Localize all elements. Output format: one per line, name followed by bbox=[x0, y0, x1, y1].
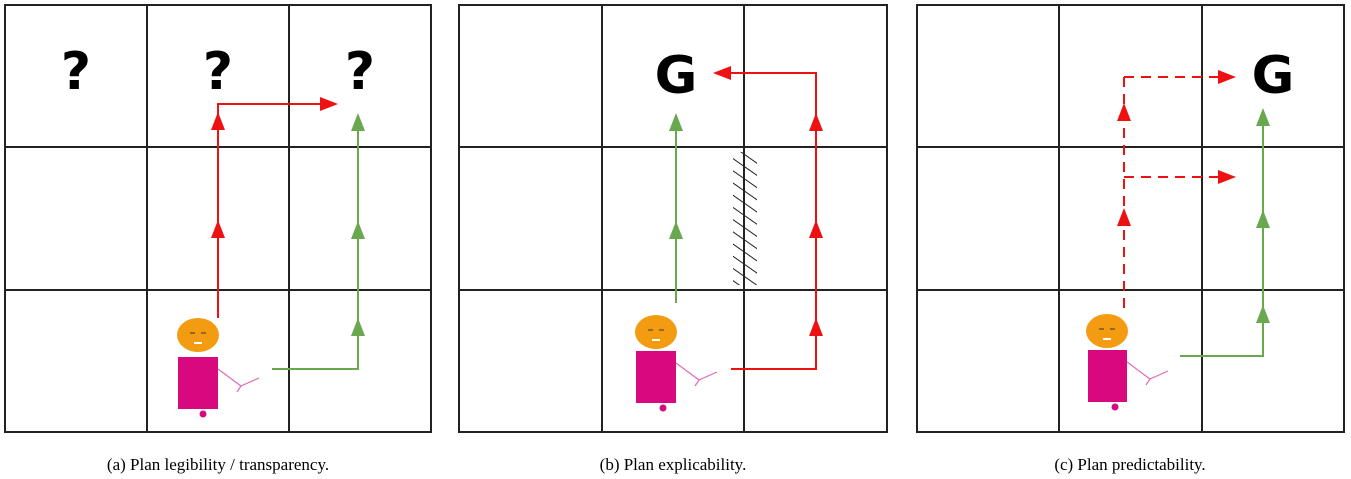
arrow-icon bbox=[351, 221, 365, 239]
arrow-icon bbox=[809, 220, 823, 238]
obstacle-icon bbox=[733, 152, 757, 285]
arrow-icon bbox=[351, 318, 365, 336]
arrow-icon bbox=[1218, 170, 1236, 184]
question-mark-icon: ? bbox=[345, 42, 375, 102]
caption-b: (b) Plan explicability. bbox=[600, 455, 747, 474]
panel-b: G bbox=[458, 4, 888, 474]
arrow-icon bbox=[809, 113, 823, 131]
arrow-icon bbox=[809, 318, 823, 336]
arrow-icon bbox=[1117, 208, 1131, 226]
red-path-c bbox=[1123, 76, 1218, 308]
green-path-a bbox=[272, 117, 359, 370]
arrow-icon bbox=[320, 97, 338, 111]
arrow-icon bbox=[1256, 210, 1270, 228]
arrow-icon bbox=[1218, 70, 1236, 84]
arrow-icon bbox=[211, 112, 225, 130]
arrow-icon bbox=[1256, 108, 1270, 126]
robot-icon bbox=[1086, 314, 1169, 411]
goal-icon: G bbox=[655, 46, 698, 106]
arrow-icon bbox=[713, 66, 731, 80]
question-mark-icon: ? bbox=[61, 42, 91, 102]
arrow-icon bbox=[351, 113, 365, 131]
grid-a bbox=[4, 4, 432, 433]
goal-icon: G bbox=[1252, 46, 1295, 106]
robot-icon bbox=[635, 315, 718, 412]
red-path-a bbox=[217, 103, 335, 318]
green-path-c bbox=[1180, 117, 1264, 357]
caption-a: (a) Plan legibility / transparency. bbox=[107, 455, 329, 474]
arrow-icon bbox=[669, 113, 683, 131]
panel-c: G bbox=[916, 4, 1345, 474]
arrow-icon bbox=[1256, 305, 1270, 323]
arrow-icon bbox=[1117, 103, 1131, 121]
panel-a: ? ? ? bbox=[4, 4, 432, 474]
question-mark-icon: ? bbox=[203, 42, 233, 102]
caption-c: (c) Plan predictability. bbox=[1054, 455, 1205, 474]
arrow-icon bbox=[669, 221, 683, 239]
red-path-b bbox=[716, 72, 817, 370]
arrow-icon bbox=[211, 220, 225, 238]
robot-icon bbox=[177, 318, 260, 418]
